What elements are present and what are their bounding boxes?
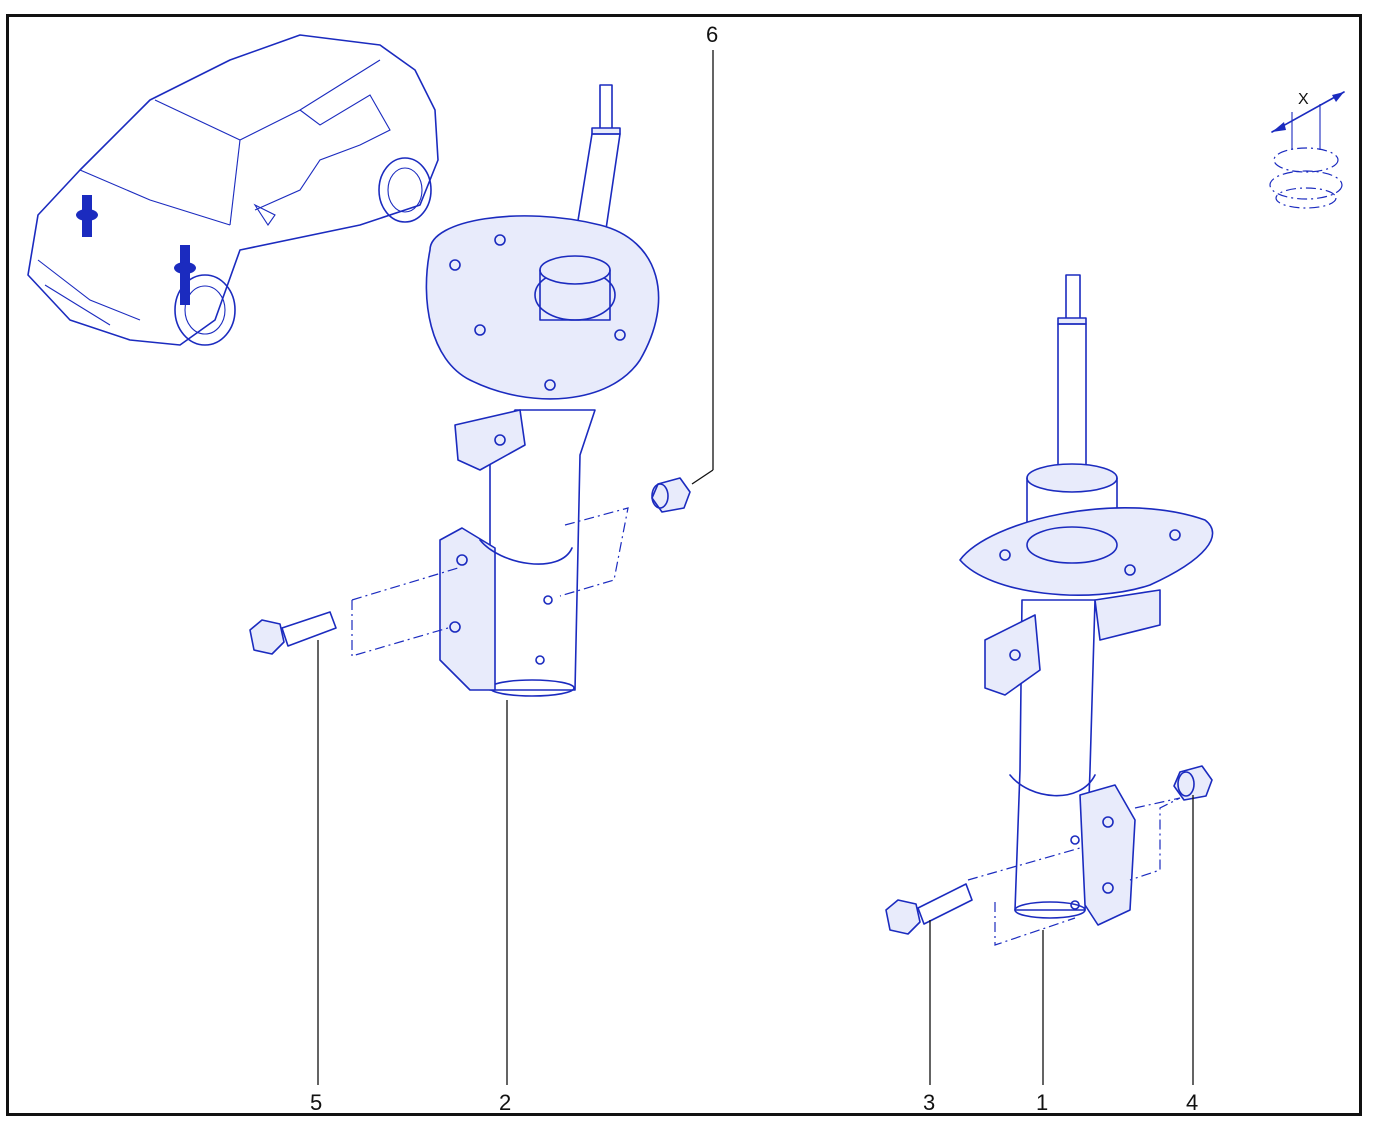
callout-1: 1 xyxy=(1036,1090,1049,1115)
callout-6: 6 xyxy=(706,22,719,47)
nut-left xyxy=(651,477,691,513)
strut-assembly-left xyxy=(425,84,660,697)
tightening-symbol xyxy=(1269,91,1345,209)
bolt-left xyxy=(249,611,337,655)
fixing-line-left xyxy=(351,507,629,657)
x-label: X xyxy=(1298,91,1309,108)
strut-marker-rear xyxy=(76,195,98,237)
leader-line-6-end xyxy=(691,469,714,485)
strut-marker-front xyxy=(174,245,196,305)
callout-3: 3 xyxy=(923,1090,936,1115)
fixing-line-right xyxy=(967,797,1181,946)
callout-4: 4 xyxy=(1186,1090,1199,1115)
callout-5: 5 xyxy=(310,1090,323,1115)
strut-assembly-right xyxy=(959,274,1214,926)
nut-right xyxy=(1173,765,1213,801)
bolt-right xyxy=(885,883,973,935)
callout-2: 2 xyxy=(499,1090,512,1115)
vehicle-locator-illustration xyxy=(27,34,439,346)
